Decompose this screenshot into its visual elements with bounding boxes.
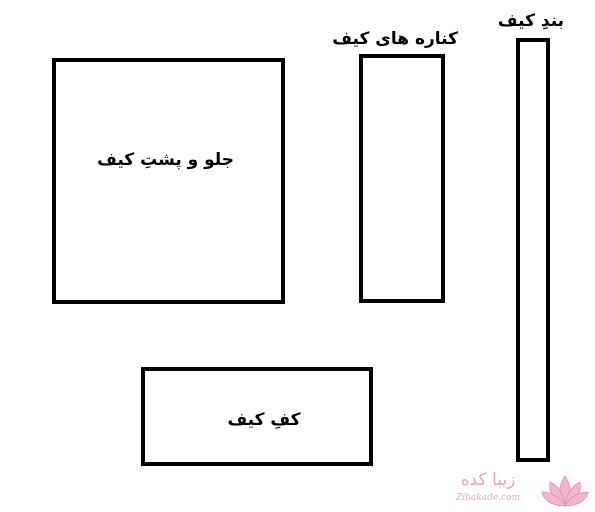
front-back-label: جلو و پشتِ کیف [97, 150, 234, 170]
side-panel [359, 54, 445, 303]
bottom-panel [141, 367, 373, 466]
strap-label: بندِ کیف [497, 11, 565, 31]
watermark-subtext: Zibakade.com [455, 493, 521, 503]
lotus-flower-icon [541, 475, 589, 507]
watermark: زیبا کده Zibakade.com [438, 470, 593, 510]
side-panel-label: کناره های کیف [332, 29, 458, 49]
front-back-panel [52, 58, 285, 304]
watermark-text: زیبا کده [460, 470, 516, 490]
strap-panel [516, 38, 550, 462]
bottom-panel-label: کفِ کیف [227, 410, 301, 430]
